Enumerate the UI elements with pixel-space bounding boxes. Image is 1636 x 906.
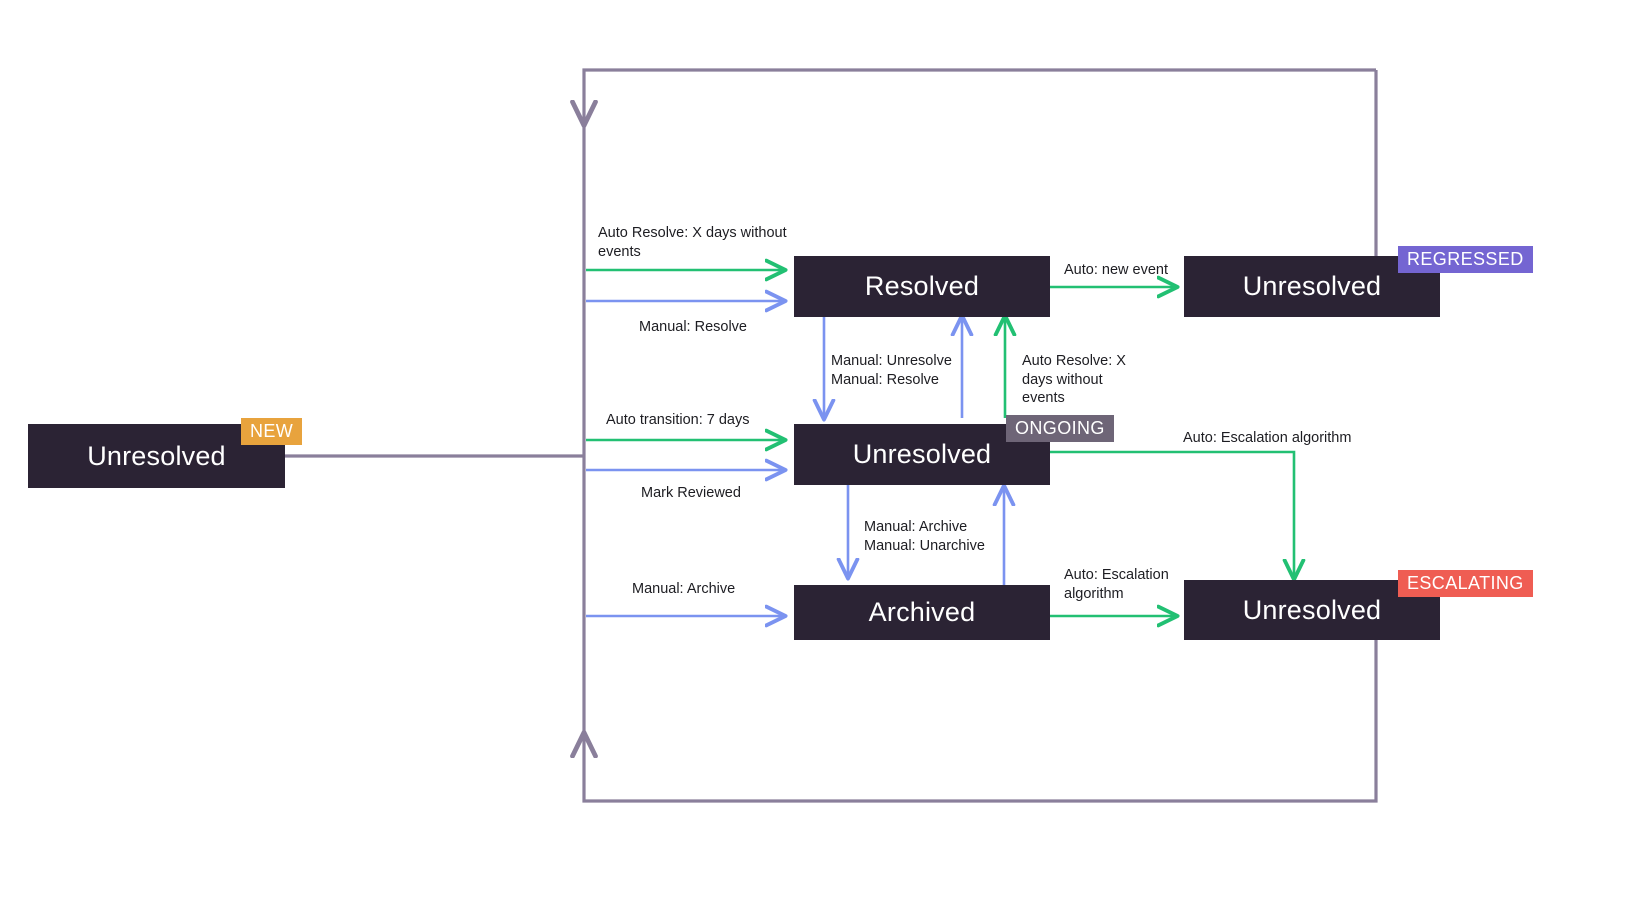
node-regressed[interactable]: Unresolved [1184,256,1440,317]
edge-label-manual-archive-unarchive: Manual: Archive Manual: Unarchive [864,519,985,554]
node-regressed-label: Unresolved [1242,271,1382,301]
edge-loop-bottom [584,640,1378,803]
status-badge-regressed: REGRESSED [1398,246,1533,273]
edge-label-auto-new-event: Auto: new event [1064,262,1168,278]
edge-label-auto-escalation-bottom: Auto: Escalation algorithm [1064,567,1169,602]
status-badge-escalating: ESCALATING [1398,570,1533,597]
node-escalating-label: Unresolved [1242,594,1382,625]
edge-label-mark-reviewed: Mark Reviewed [641,485,741,501]
node-ongoing-label: Unresolved [852,439,992,469]
node-resolved-label: Resolved [864,271,980,301]
edge-label-auto-resolve-x-days: Auto Resolve: X days without events [598,225,787,260]
edge-label-manual-resolve: Manual: Resolve [639,319,747,335]
status-badge-regressed-label: REGRESSED [1407,249,1524,269]
edge-label-auto-transition-7-days: Auto transition: 7 days [606,412,750,428]
edge-label-manual-unresolve-resolve: Manual: Unresolve Manual: Resolve [831,353,952,388]
edge-label-auto-resolve-x-days-2: Auto Resolve: X days without events [1022,353,1126,407]
status-badge-new-label: NEW [250,421,294,441]
status-badge-ongoing-label: ONGOING [1015,418,1105,438]
status-badge-ongoing: ONGOING [1006,415,1114,442]
node-archived-label: Archived [868,597,976,627]
node-new-label: Unresolved [87,440,226,471]
edge-label-auto-escalation-top: Auto: Escalation algorithm [1183,430,1352,446]
status-badge-new: NEW [241,418,303,445]
node-resolved[interactable]: Resolved [794,256,1050,317]
node-archived[interactable]: Archived [794,585,1050,640]
edge-label-manual-archive: Manual: Archive [632,581,736,597]
status-badge-escalating-label: ESCALATING [1407,573,1524,593]
edge-auto-escalation-top [1050,450,1294,578]
node-escalating[interactable]: Unresolved [1184,580,1440,640]
